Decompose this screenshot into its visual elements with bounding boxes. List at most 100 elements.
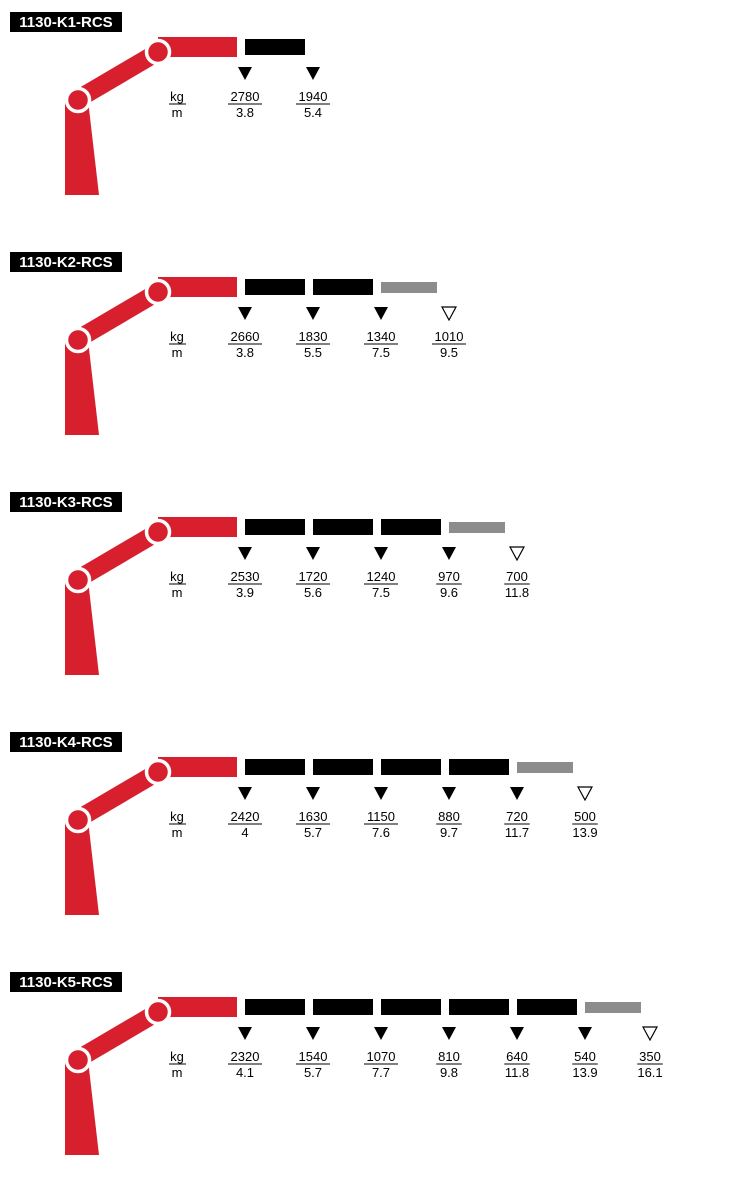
load-kg-value: 1240: [367, 569, 396, 584]
crane-inner-boom: [73, 284, 163, 347]
load-m-value: 3.8: [236, 345, 254, 360]
load-kg-value: 1830: [299, 329, 328, 344]
load-kg-value: 2660: [231, 329, 260, 344]
filled-triangle-marker-icon: [306, 547, 320, 560]
load-m-value: 9.6: [440, 585, 458, 600]
config-title-badge: [10, 972, 122, 992]
crane-lower-joint: [64, 1046, 92, 1074]
load-kg-value: 1540: [299, 1049, 328, 1064]
load-kg-value: 2420: [231, 809, 260, 824]
unit-m-label: m: [172, 1065, 183, 1080]
filled-triangle-marker-icon: [238, 787, 252, 800]
crane-config-3: 1130-K3-RCSkgm25303.917205.612407.59709.…: [10, 492, 530, 675]
crane-column: [65, 580, 99, 675]
crane-inner-boom: [73, 524, 163, 587]
load-kg-value: 2320: [231, 1049, 260, 1064]
crane-lower-joint: [64, 806, 92, 834]
crane-outer-boom: [158, 757, 237, 777]
load-m-value: 5.4: [304, 105, 322, 120]
load-kg-value: 1940: [299, 89, 328, 104]
load-kg-value: 1630: [299, 809, 328, 824]
unit-m-label: m: [172, 825, 183, 840]
load-m-value: 3.9: [236, 585, 254, 600]
filled-triangle-marker-icon: [374, 1027, 388, 1040]
crane-lower-joint: [64, 566, 92, 594]
load-kg-value: 720: [506, 809, 528, 824]
filled-triangle-marker-icon: [306, 787, 320, 800]
hydraulic-extension-2: [313, 999, 373, 1015]
config-title-badge: [10, 492, 122, 512]
hydraulic-extension-4: [449, 999, 509, 1015]
load-kg-value: 500: [574, 809, 596, 824]
filled-triangle-marker-icon: [306, 1027, 320, 1040]
load-kg-value: 700: [506, 569, 528, 584]
crane-inner-boom: [73, 44, 163, 107]
load-kg-value: 540: [574, 1049, 596, 1064]
load-kg-value: 640: [506, 1049, 528, 1064]
hydraulic-extension-3: [381, 999, 441, 1015]
load-m-value: 5.7: [304, 825, 322, 840]
filled-triangle-marker-icon: [238, 307, 252, 320]
unit-kg-label: kg: [170, 569, 184, 584]
open-triangle-marker-icon: [508, 546, 526, 562]
crane-upper-joint: [144, 518, 172, 546]
hydraulic-extension-2: [313, 759, 373, 775]
load-kg-value: 1720: [299, 569, 328, 584]
load-m-value: 13.9: [572, 825, 597, 840]
crane-upper-joint: [144, 38, 172, 66]
crane-inner-boom: [73, 764, 163, 827]
config-title: 1130-K2-RCS: [19, 254, 112, 271]
manual-extension: [381, 282, 437, 293]
load-kg-value: 1150: [367, 809, 395, 824]
hydraulic-extension-3: [381, 759, 441, 775]
load-kg-value: 350: [639, 1049, 661, 1064]
filled-triangle-marker-icon: [306, 67, 320, 80]
load-m-value: 3.8: [236, 105, 254, 120]
load-m-value: 9.8: [440, 1065, 458, 1080]
unit-m-label: m: [172, 345, 183, 360]
crane-outer-boom: [158, 277, 237, 297]
filled-triangle-marker-icon: [578, 1027, 592, 1040]
crane-config-2: 1130-K2-RCSkgm26603.818305.513407.510109…: [10, 252, 466, 435]
filled-triangle-marker-icon: [374, 547, 388, 560]
crane-config-5: 1130-K5-RCSkgm23204.115405.710707.78109.…: [10, 972, 663, 1155]
open-triangle-marker-icon: [576, 786, 594, 802]
load-m-value: 7.7: [372, 1065, 390, 1080]
load-kg-value: 1070: [367, 1049, 396, 1064]
filled-triangle-marker-icon: [442, 547, 456, 560]
load-m-value: 4.1: [236, 1065, 254, 1080]
hydraulic-extension-2: [313, 279, 373, 295]
crane-upper-joint: [144, 758, 172, 786]
unit-kg-label: kg: [170, 1049, 184, 1064]
unit-kg-label: kg: [170, 809, 184, 824]
load-kg-value: 1010: [435, 329, 464, 344]
open-triangle-marker-icon: [641, 1026, 659, 1042]
load-m-value: 16.1: [637, 1065, 662, 1080]
hydraulic-extension-1: [245, 39, 305, 55]
load-kg-value: 1340: [367, 329, 396, 344]
config-title: 1130-K1-RCS: [19, 14, 112, 31]
load-m-value: 5.6: [304, 585, 322, 600]
load-m-value: 4: [241, 825, 248, 840]
hydraulic-extension-1: [245, 519, 305, 535]
load-m-value: 11.8: [505, 1065, 529, 1080]
load-m-value: 9.5: [440, 345, 458, 360]
load-m-value: 7.6: [372, 825, 390, 840]
crane-outer-boom: [158, 517, 237, 537]
config-title: 1130-K3-RCS: [19, 494, 112, 511]
